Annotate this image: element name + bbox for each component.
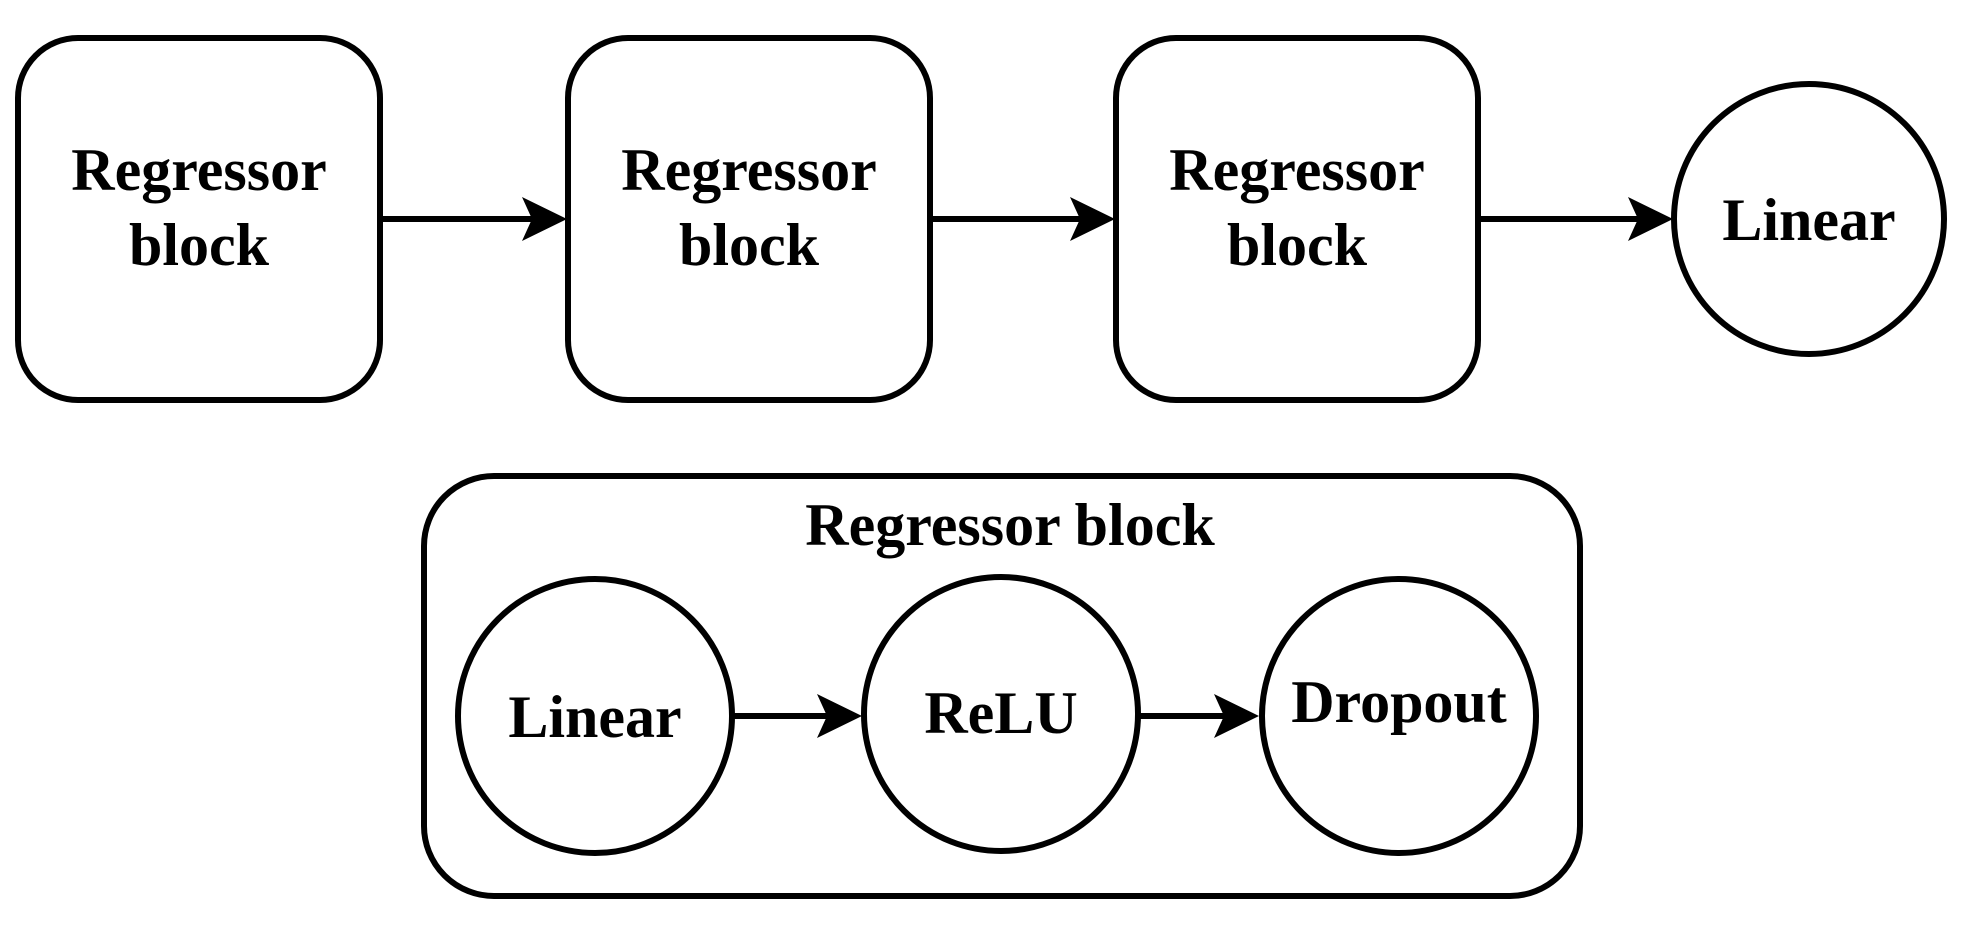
regressor-block-1: Regressor block bbox=[15, 35, 383, 403]
detail-node-dropout: Dropout bbox=[1259, 576, 1539, 856]
detail-linear-label: Linear bbox=[508, 684, 681, 750]
regressor-block-2-label-line2: block bbox=[679, 212, 820, 278]
arrow-linear-to-relu bbox=[732, 694, 862, 738]
arrow-block2-to-block3 bbox=[930, 197, 1115, 241]
detail-node-linear: Linear bbox=[455, 576, 735, 856]
regressor-block-3-label-line1: Regressor bbox=[1169, 137, 1424, 203]
detail-dropout-label: Dropout bbox=[1291, 669, 1507, 735]
output-linear-node: Linear bbox=[1671, 81, 1947, 357]
regressor-block-2: Regressor block bbox=[565, 35, 933, 403]
regressor-block-1-label-line1: Regressor bbox=[71, 137, 326, 203]
regressor-block-2-label-line1: Regressor bbox=[621, 137, 876, 203]
arrow-block3-to-linear bbox=[1478, 197, 1673, 241]
regressor-block-detail: Regressor block Linear ReLU Dropout bbox=[421, 473, 1583, 899]
arrow-relu-to-dropout bbox=[1138, 694, 1259, 738]
regressor-block-3: Regressor block bbox=[1113, 35, 1481, 403]
arrow-block1-to-block2 bbox=[380, 197, 567, 241]
detail-dropout-circle bbox=[1259, 576, 1539, 856]
regressor-block-3-label-line2: block bbox=[1227, 212, 1368, 278]
detail-relu-label: ReLU bbox=[924, 680, 1077, 746]
detail-node-relu: ReLU bbox=[861, 574, 1141, 854]
regressor-block-detail-title: Regressor block bbox=[805, 492, 1215, 558]
output-linear-label: Linear bbox=[1722, 187, 1895, 253]
output-linear-circle bbox=[1671, 81, 1947, 357]
regressor-block-1-label-line2: block bbox=[129, 212, 270, 278]
